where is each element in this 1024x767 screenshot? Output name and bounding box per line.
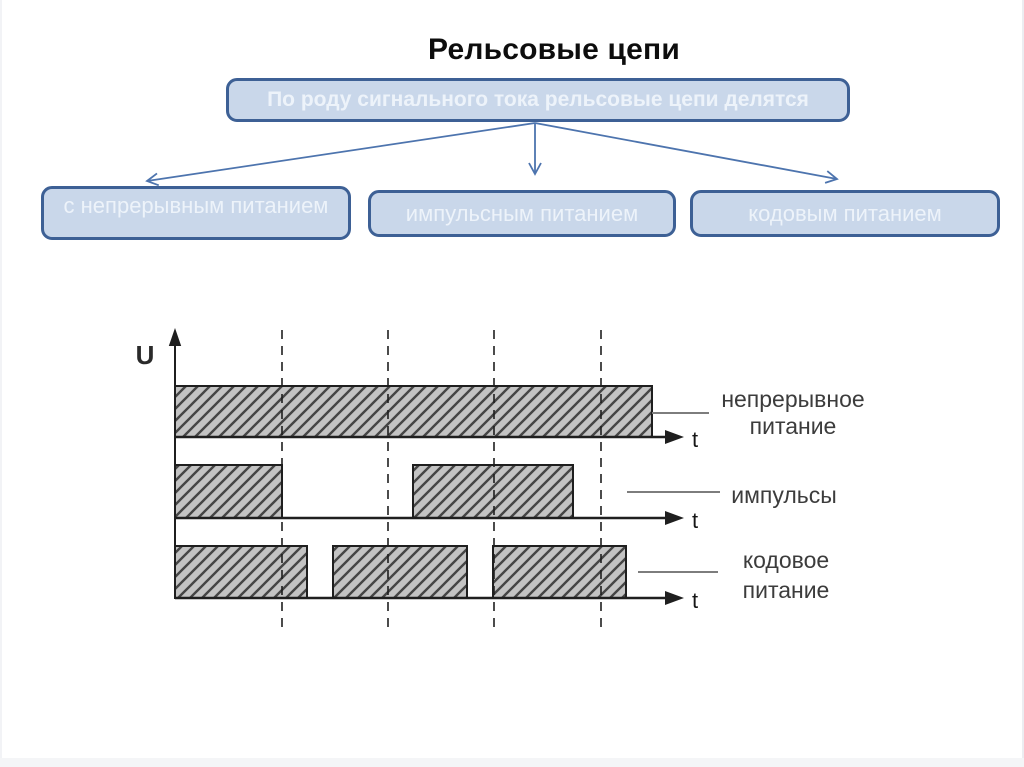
flowchart-box-pulse-label: импульсным питанием [405, 200, 639, 226]
flowchart-box-continuous: с непрерывным питанием [41, 186, 351, 240]
row-label-continuous-power: питание [750, 413, 837, 439]
flowchart-box-pulse: импульсным питанием [368, 190, 676, 237]
hatched-bar-pulses [412, 464, 574, 519]
slide-footer-strip [0, 758, 1024, 767]
row-label-continuous-power: непрерывное [721, 386, 864, 412]
hatched-bar-code-power [492, 545, 627, 599]
connector-arrow-right [534, 122, 839, 184]
connector-arrow-left [145, 122, 536, 187]
t-axis-arrowhead [665, 591, 684, 605]
flowchart-box-code-label: кодовым питанием [748, 200, 942, 226]
timing-diagram: Utнепрерывноепитаниеtимпульсыtкодовоепит… [136, 328, 865, 633]
flowchart-root-box: По роду сигнального тока рельсовые цепи … [226, 78, 850, 122]
t-axis-label: t [692, 508, 698, 533]
flowchart-box-continuous-label: с непрерывным питанием [63, 193, 329, 218]
t-axis-label: t [692, 427, 698, 452]
slide-title: Рельсовые цепи [427, 33, 681, 67]
hatched-bar-code-power [332, 545, 468, 599]
hatched-bar-continuous-power [174, 385, 653, 438]
hatched-bar-pulses [174, 464, 283, 519]
row-label-pulses: импульсы [731, 482, 837, 508]
t-axis-arrowhead [665, 430, 684, 444]
u-axis-arrowhead [168, 328, 182, 346]
hatched-bar-code-power [174, 545, 308, 599]
row-label-code-power: кодовое [743, 547, 829, 573]
t-axis-label: t [692, 588, 698, 613]
row-label-code-power: питание [743, 577, 830, 603]
u-axis-label: U [136, 340, 155, 370]
t-axis-arrowhead [665, 511, 684, 525]
timing-diagram-content: Utнепрерывноепитаниеtимпульсыtкодовоепит… [136, 328, 865, 633]
flowchart-root-label: По роду сигнального тока рельсовые цепи … [267, 88, 809, 111]
flowchart-box-code: кодовым питанием [690, 190, 1000, 237]
